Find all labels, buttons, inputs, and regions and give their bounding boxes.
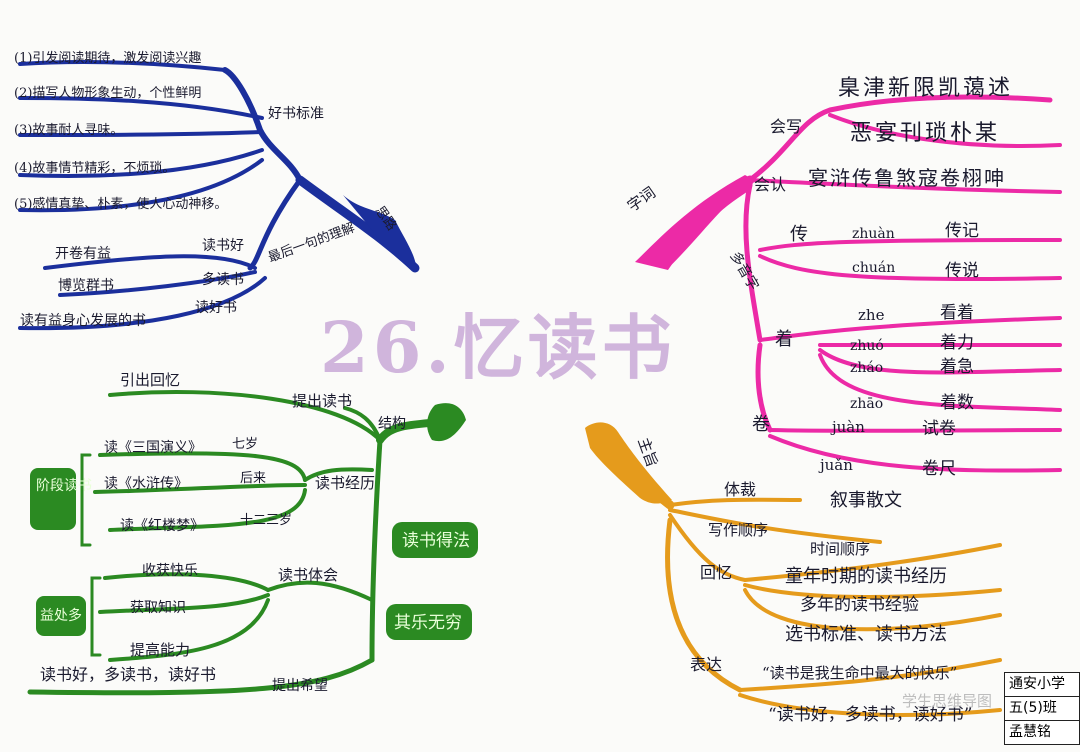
green-branch-label: 结构 (378, 416, 406, 432)
juan-py-2: juǎn (818, 456, 853, 474)
good-book-standard-label: 好书标准 (268, 106, 324, 122)
benefit-label: 益处多 (40, 607, 82, 624)
watermark: 学生思维导图 (902, 692, 993, 710)
huixie-row-1: 臬津新限凯蔼述 (838, 76, 1013, 101)
pink-branch-tip (635, 175, 753, 270)
zhe-py-4: zhāo (850, 396, 883, 412)
order-label: 写作顺序 (708, 521, 768, 539)
memory-2: 多年的读书经验 (800, 595, 919, 615)
green-hope-text: 读书好，多读书，读好书 (40, 665, 216, 684)
huixie-row-2: 恶宴刊琐朴某 (850, 121, 1000, 146)
green-ganhui: 读书体会 (278, 566, 338, 584)
benefit-box (36, 596, 86, 636)
pink-branch-label: 字词 (624, 183, 659, 215)
zhe-py-2: zhuó (850, 338, 884, 354)
blue-right-3: 读好书 (195, 299, 237, 316)
orange-branch-tip (585, 422, 672, 504)
school-name: 通安小学 (1005, 673, 1079, 697)
green-hope: 提出希望 (272, 678, 328, 694)
huiren-row: 宴浒传鲁煞寇卷栩呻 (808, 166, 1006, 190)
blue-right-1: 读书好 (202, 237, 244, 254)
blue-right-2: 多读书 (202, 271, 244, 288)
author-name: 孟慧铭 (1009, 724, 1051, 740)
ticai-value: 叙事散文 (830, 490, 902, 511)
green-book-3: 读《红楼梦》 (120, 517, 204, 534)
chuan-py-1: zhuàn (852, 225, 895, 242)
juan-py-1: juàn (830, 418, 865, 436)
signature-box: 通安小学 五(5)班 孟慧铭 (1004, 672, 1080, 745)
memory-3: 选书标准、读书方法 (785, 624, 947, 645)
green-book-2: 读《水浒传》 (104, 475, 188, 492)
blue-branch-tip (343, 195, 417, 272)
blue-branch (18, 60, 420, 331)
chuan-py-2: chuán (852, 260, 895, 276)
standard-5: (5)感情真挚、朴素，使人心动神移。 (14, 196, 227, 212)
green-exp: 读书经历 (315, 474, 375, 492)
chuan-word-1: 传记 (945, 221, 979, 241)
green-time-3: 十二三岁 (240, 513, 292, 528)
green-gain-1: 收获快乐 (142, 563, 198, 579)
blue-left-1: 开卷有益 (55, 246, 111, 262)
joy-box (386, 604, 472, 640)
green-gain-2: 获取知识 (130, 599, 186, 616)
biaoda-label: 表达 (690, 655, 722, 674)
zhe-word-3: 着急 (940, 357, 974, 377)
char-chuan: 传 (790, 224, 808, 245)
zhe-py-1: zhe (858, 306, 885, 324)
express-2: “读书好，多读书，读好书” (768, 705, 972, 725)
last-sentence-label: 最后一句的理解 (266, 220, 357, 266)
green-time-1: 七岁 (232, 437, 258, 452)
chuan-word-2: 传说 (945, 261, 979, 281)
map-title: 26.忆读书 (320, 306, 676, 389)
blue-left-3: 读有益身心发展的书 (20, 312, 146, 329)
zhe-word-4: 着数 (940, 393, 974, 413)
green-book-1: 读《三国演义》 (104, 439, 202, 456)
order-value: 时间顺序 (810, 540, 870, 558)
green-time-2: 后来 (240, 471, 266, 486)
green-sub2: 提出读书 (292, 392, 352, 410)
zhe-word-2: 着力 (940, 333, 974, 353)
huixie-label: 会写 (770, 117, 802, 136)
pink-branch (663, 94, 1062, 473)
juan-word-2: 卷尺 (922, 459, 956, 479)
zhe-word-1: 看着 (940, 303, 974, 323)
memory-1: 童年时期的读书经历 (785, 566, 947, 587)
char-juan: 卷 (752, 414, 770, 435)
method-box (392, 522, 478, 558)
joy-label: 其乐无穷 (394, 613, 462, 633)
huiren-label: 会认 (754, 175, 786, 194)
duoyin-label: 多音字 (727, 249, 763, 294)
timeline-label: 阶段读书 (36, 477, 92, 494)
method-label: 读书得法 (402, 531, 470, 551)
green-gain-3: 提高能力 (130, 641, 190, 659)
standard-3: (3)故事耐人寻味。 (14, 123, 123, 138)
green-branch-tip (427, 403, 466, 442)
class-name: 五(5)班 (1005, 697, 1079, 721)
timeline-box (30, 468, 76, 530)
huiyi-label: 回忆 (700, 563, 732, 582)
green-sub1: 引出回忆 (120, 371, 180, 389)
ticai-label: 体裁 (724, 480, 756, 499)
express-1: “读书是我生命中最大的快乐” (762, 664, 957, 682)
zhe-py-3: zháo (850, 360, 883, 376)
standard-4: (4)故事情节精彩，不烦琐。 (14, 160, 175, 176)
standard-2: (2)描写人物形象生动，个性鲜明 (14, 86, 201, 101)
blue-left-2: 博览群书 (58, 277, 114, 294)
standard-1: (1)引发阅读期待，激发阅读兴趣 (14, 50, 201, 66)
char-zhe: 着 (775, 329, 793, 350)
juan-word-1: 试卷 (922, 419, 956, 439)
